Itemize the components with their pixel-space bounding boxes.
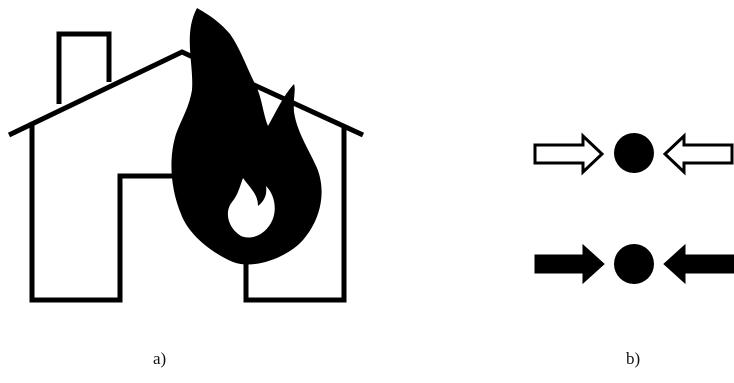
dot-icon (614, 133, 654, 173)
caption-a: a) (153, 349, 166, 369)
panel-a (9, 8, 363, 300)
right-arrow-icon (535, 136, 602, 172)
left-arrow-icon (664, 245, 734, 283)
dot-icon (614, 244, 654, 284)
left-arrow-icon (665, 136, 732, 172)
outline-arrow-row (535, 133, 732, 173)
panel-b (535, 133, 734, 284)
caption-b: b) (626, 349, 640, 369)
filled-arrow-row (535, 244, 734, 284)
chimney-icon (59, 34, 109, 104)
right-arrow-icon (535, 245, 604, 283)
flame-icon (171, 8, 321, 265)
